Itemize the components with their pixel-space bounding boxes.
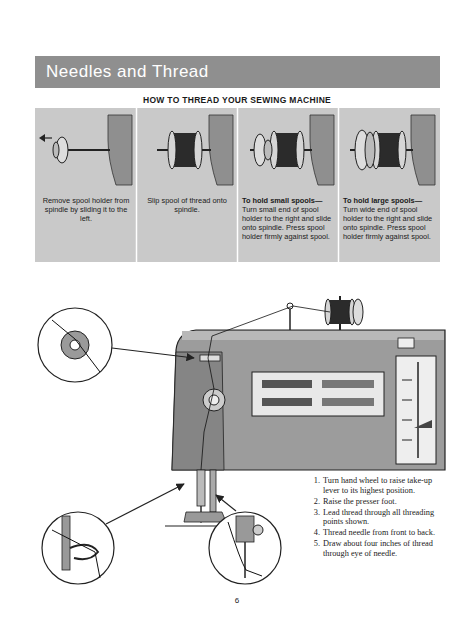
caption-text: To hold large spools— — [343, 196, 436, 205]
page-number: 6 — [0, 596, 474, 606]
detail-inset — [38, 308, 112, 382]
caption-text: Slip spool of thread onto spindle. — [141, 196, 233, 214]
spool-holder — [53, 142, 59, 158]
pointer-arrow — [112, 348, 194, 358]
step-text: Thread needle from front to back. — [323, 528, 443, 538]
thread-guide — [289, 309, 291, 330]
panel-divider — [136, 108, 138, 262]
panel-caption: To hold large spools—Turn wide end of sp… — [343, 196, 436, 241]
caption-text: To hold small spools— — [242, 196, 334, 205]
step-number: 2. — [300, 497, 320, 507]
stitch-length-lever — [414, 420, 432, 428]
spool-holder — [365, 132, 375, 168]
step-number: 4. — [300, 528, 320, 538]
step-panel: To hold large spools—Turn wide end of sp… — [339, 108, 440, 262]
guide-disc — [61, 331, 89, 359]
detail-inset — [42, 512, 114, 584]
tension-dial — [203, 389, 225, 411]
machine-top — [411, 115, 435, 185]
arrowhead — [39, 134, 45, 142]
needle-clamp — [236, 516, 254, 542]
panel-caption: Remove spool holder from spindle by slid… — [40, 196, 132, 223]
scale-tick — [402, 400, 412, 401]
needle — [244, 542, 246, 578]
scale-tick — [402, 380, 412, 381]
spool-holder — [264, 140, 272, 160]
stitch-selector — [322, 380, 374, 388]
spool-end — [194, 131, 202, 169]
panel-divider — [338, 108, 340, 262]
step-panel: To hold small spools—Turn small end of s… — [238, 108, 338, 262]
thread-path — [228, 522, 262, 576]
stitch-selector — [322, 398, 374, 406]
pointer-arrow — [106, 484, 184, 524]
panel-strip — [35, 108, 440, 262]
stitch-length-scale — [417, 362, 419, 458]
step-number: 5. — [300, 539, 320, 549]
guide-disc — [70, 340, 80, 350]
pointer-arrow — [216, 495, 236, 511]
step-panel: Remove spool holder from spindle by slid… — [36, 108, 136, 262]
caption-text: Turn wide end of spool holder to the rig… — [343, 205, 436, 241]
panel-caption: Slip spool of thread onto spindle. — [141, 196, 233, 214]
stitch-length-window — [396, 356, 436, 464]
machine-top — [310, 115, 334, 185]
stitch-selector — [262, 380, 312, 388]
needle-bar — [197, 470, 205, 506]
thread-path — [52, 320, 100, 372]
stitch-selector — [262, 398, 312, 406]
face-plate — [172, 352, 224, 470]
presser-bar — [210, 470, 216, 512]
step-text: Raise the presser foot. — [323, 497, 443, 507]
scale-tick — [402, 440, 412, 441]
machine-body — [172, 330, 445, 470]
step-panel: Slip spool of thread onto spindle. — [137, 108, 237, 262]
step-text: Draw about four inches of thread through… — [323, 539, 443, 558]
machine-top — [209, 115, 233, 185]
thread-spool — [328, 300, 352, 324]
detail-inset — [209, 512, 281, 584]
presser-foot — [184, 512, 226, 522]
panel-divider — [237, 108, 239, 262]
light-switch — [398, 338, 414, 348]
thread-hook — [70, 545, 98, 559]
spool-end — [398, 131, 406, 169]
thread-path — [52, 530, 100, 578]
section-heading: HOW TO THREAD YOUR SEWING MACHINE — [0, 95, 474, 106]
section-title: Needles and Thread — [46, 62, 209, 82]
spool-holder — [353, 299, 363, 325]
machine-top — [108, 115, 132, 185]
stitch-panel — [252, 372, 384, 416]
caption-text: Remove spool holder from spindle by slid… — [40, 196, 132, 223]
scale-tick — [402, 420, 412, 421]
panel-caption: To hold small spools—Turn small end of s… — [242, 196, 334, 241]
step-text: Turn hand wheel to raise take-up lever t… — [323, 476, 443, 495]
header-band — [35, 56, 440, 88]
step-text: Lead thread through all threading points… — [323, 508, 443, 527]
clamp-screw — [253, 525, 263, 535]
spool-end — [168, 131, 176, 169]
caption-text: Turn small end of spool holder to the ri… — [242, 205, 334, 241]
spool-end — [296, 131, 304, 169]
take-up-lever — [200, 355, 220, 361]
presser-bar — [62, 516, 70, 570]
step-number: 3. — [300, 508, 320, 518]
step-number: 1. — [300, 476, 320, 486]
